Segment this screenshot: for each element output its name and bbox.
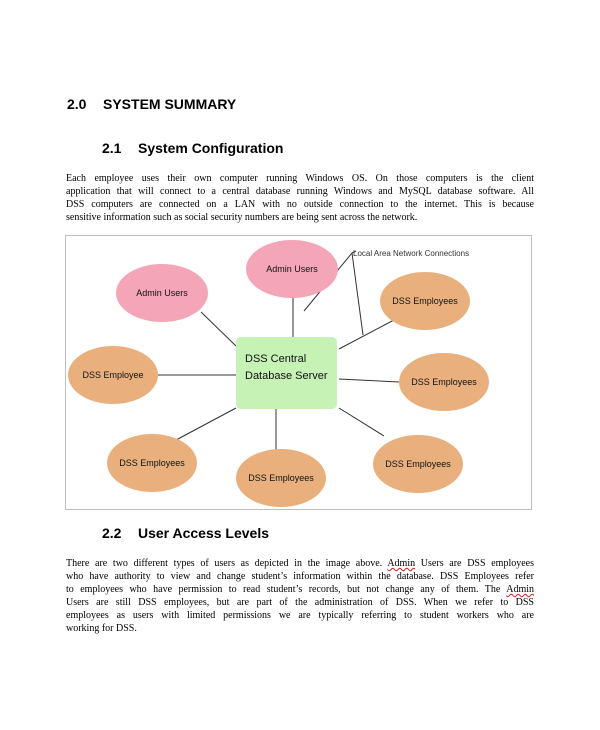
- config-title: System Configuration: [138, 140, 284, 156]
- connector-line: [338, 319, 395, 350]
- server-label-line2: Database Server: [245, 370, 328, 382]
- dss-employees-node: [373, 435, 463, 493]
- config-line: Each employee uses their own computer ru…: [66, 173, 534, 184]
- config-number: 2.1: [102, 140, 122, 156]
- section-number: 2.0: [67, 96, 87, 112]
- access-line: Users are still DSS employees, but are p…: [66, 597, 534, 608]
- config-line: DSS computers are connected on a LAN wit…: [66, 199, 534, 210]
- config-paragraph: Each employee uses their own computer ru…: [66, 172, 534, 224]
- access-line-text: There are two different types of users a…: [66, 558, 388, 569]
- server-label-line1: DSS Central: [245, 353, 306, 365]
- connector-line: [338, 407, 385, 437]
- dss-employees-label: DSS Employees: [392, 296, 458, 306]
- access-line: employees as users with limited permissi…: [66, 610, 534, 621]
- access-line: to employees who have permission to read…: [66, 583, 534, 596]
- dss-employees-label: DSS Employees: [119, 458, 185, 468]
- dss-employees-label: DSS Employees: [385, 459, 451, 469]
- admin-users-label: Admin Users: [136, 288, 188, 298]
- dss-employees-node: [236, 449, 326, 507]
- dss-employee-node: [68, 346, 158, 404]
- access-title: User Access Levels: [138, 525, 270, 541]
- access-line: working for DSS.: [66, 623, 137, 634]
- dss-employees-label: DSS Employees: [411, 377, 477, 387]
- section-heading: 2.0 SYSTEM SUMMARY: [67, 96, 236, 112]
- access-paragraph: There are two different types of users a…: [66, 557, 534, 635]
- network-connections-label: Local Area Network Connections: [353, 249, 469, 258]
- admin-term: Admin: [387, 558, 416, 569]
- callout-line: [351, 250, 357, 254]
- dss-employees-label: DSS Employees: [248, 473, 314, 483]
- config-line: application that will connect to a centr…: [66, 186, 534, 197]
- connector-line: [175, 407, 237, 441]
- admin-term: Admin: [506, 584, 534, 595]
- admin-users-node: [116, 264, 208, 322]
- access-line: There are two different types of users a…: [66, 557, 534, 570]
- dss-employees-node: [380, 272, 470, 330]
- connector-line: [200, 311, 237, 347]
- dss-employee-label: DSS Employee: [82, 370, 143, 380]
- config-heading: 2.1 System Configuration: [102, 140, 283, 156]
- central-server-node: [236, 337, 337, 409]
- access-number: 2.2: [102, 525, 122, 541]
- network-diagram-svg: Local Area Network Connections Admin Use…: [68, 240, 489, 507]
- connector-line: [338, 378, 401, 383]
- network-diagram: Local Area Network Connections Admin Use…: [65, 235, 532, 510]
- access-line-text: to employees who have permission to read…: [66, 584, 507, 595]
- callout-line: [351, 252, 364, 336]
- admin-users-label: Admin Users: [266, 264, 318, 274]
- admin-users-node: [246, 240, 338, 298]
- access-line-text: Users are DSS employees: [415, 558, 534, 569]
- config-line: sensitive information such as social sec…: [66, 212, 418, 223]
- connector-lines: [158, 250, 401, 454]
- section-title: SYSTEM SUMMARY: [103, 96, 237, 112]
- access-line: who have authority to view and change st…: [66, 571, 534, 582]
- dss-employees-node: [399, 353, 489, 411]
- access-heading: 2.2 User Access Levels: [102, 525, 269, 541]
- dss-employees-node: [107, 434, 197, 492]
